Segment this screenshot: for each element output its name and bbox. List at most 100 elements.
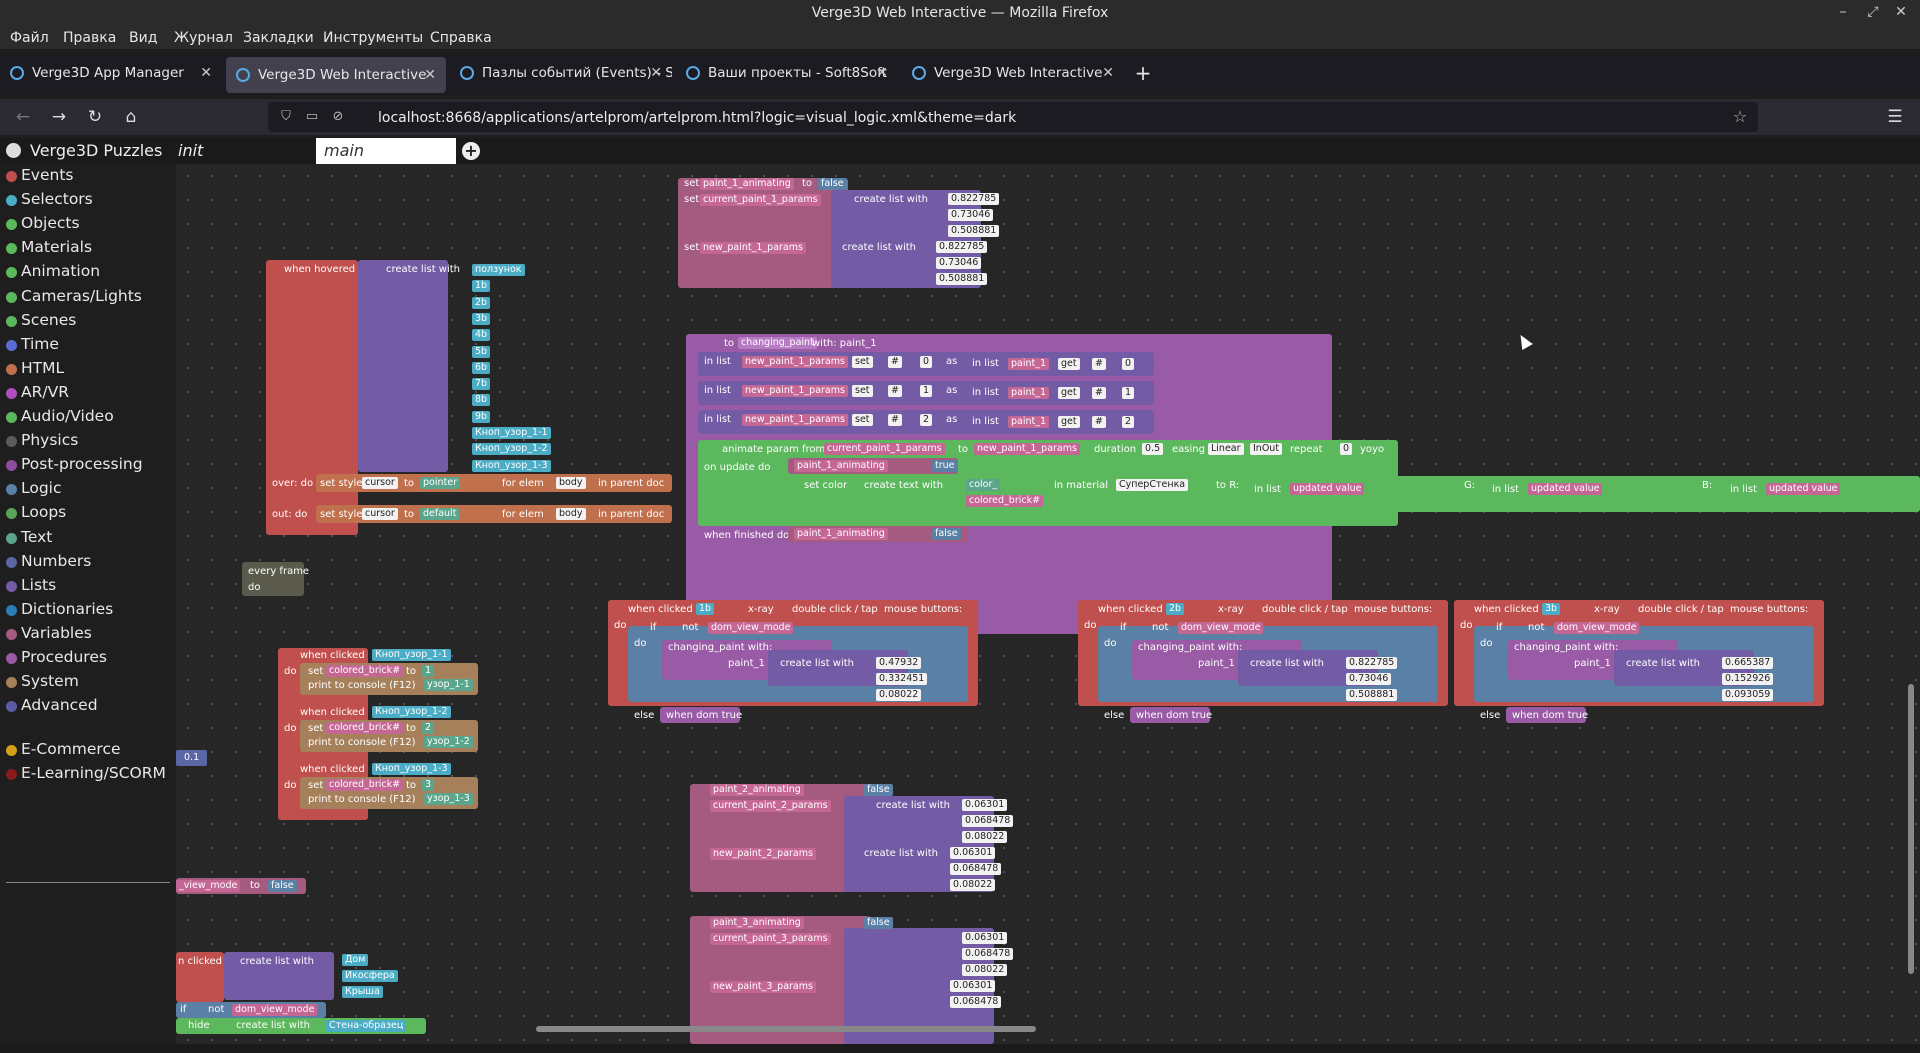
hover-object-field[interactable]: 3b: [472, 312, 491, 325]
number-field[interactable]: 2: [920, 414, 933, 426]
text-field[interactable]: pointer: [420, 477, 460, 489]
when-hovered-block[interactable]: [266, 260, 358, 535]
number-field[interactable]: 0.73046: [936, 257, 982, 269]
close-icon[interactable]: ✕: [876, 65, 888, 81]
page-icon[interactable]: ▭: [305, 109, 319, 124]
reload-icon[interactable]: ↻: [87, 107, 103, 127]
number-field[interactable]: 0.822785: [948, 193, 1000, 205]
var-field[interactable]: paint_3_animating: [710, 917, 804, 929]
var-field[interactable]: dom_view_mode: [708, 622, 794, 634]
index-field[interactable]: #: [888, 356, 902, 368]
object-field[interactable]: Дом: [342, 954, 369, 966]
list-block[interactable]: [844, 796, 994, 892]
number-field[interactable]: 0.068478: [950, 863, 1002, 875]
tab-web-interactive-2[interactable]: Verge3D Web Interactive ✕: [902, 55, 1124, 91]
url-input[interactable]: [376, 102, 1700, 134]
hover-object-field[interactable]: 4b: [472, 329, 491, 342]
easing-field[interactable]: InOut: [1250, 443, 1283, 455]
minimize-icon[interactable]: –: [1839, 4, 1847, 20]
permissions-icon[interactable]: ⊘: [332, 109, 344, 124]
bool-field[interactable]: false: [268, 880, 297, 892]
shield-icon[interactable]: ⛉: [281, 109, 291, 124]
mode-field[interactable]: get: [1058, 387, 1080, 399]
forward-icon[interactable]: →: [51, 107, 67, 127]
close-icon[interactable]: ✕: [650, 65, 662, 81]
when-dom-call-block[interactable]: [1130, 707, 1210, 723]
maximize-icon[interactable]: ⤢: [1867, 4, 1879, 20]
workspace-tab-init[interactable]: init: [178, 141, 204, 160]
menu-tools[interactable]: Инструменты: [323, 30, 424, 46]
index-field[interactable]: #: [888, 385, 902, 397]
number-field[interactable]: 0.068478: [950, 996, 1002, 1008]
mode-field[interactable]: set: [852, 414, 873, 426]
number-field[interactable]: 0.1: [176, 750, 208, 766]
var-field[interactable]: updated value: [1290, 483, 1365, 495]
number-field[interactable]: 0.822785: [1346, 657, 1398, 669]
tab-app-manager[interactable]: Verge3D App Manager ✕: [0, 55, 222, 91]
number-field[interactable]: 0.06301: [950, 980, 996, 992]
horizontal-scrollbar[interactable]: [536, 1026, 1036, 1032]
menu-bookmarks[interactable]: Закладки: [243, 30, 314, 46]
when-dom-call-block[interactable]: [1506, 707, 1586, 723]
number-field[interactable]: 0.665387: [1722, 657, 1774, 669]
bool-field[interactable]: false: [818, 178, 847, 190]
material-field[interactable]: СуперСтенка: [1116, 479, 1189, 491]
var-field[interactable]: new_paint_2_params: [710, 848, 816, 860]
when-clicked-partial-block[interactable]: [176, 952, 224, 1002]
index-field[interactable]: #: [1092, 358, 1106, 370]
bool-field[interactable]: false: [932, 528, 961, 540]
var-field[interactable]: paint_1_animating: [700, 178, 794, 190]
object-field[interactable]: 1b: [696, 603, 715, 615]
menu-view[interactable]: Вид: [129, 30, 158, 46]
hover-object-field[interactable]: Кноп_узор_1-3: [472, 459, 551, 472]
number-field[interactable]: 0.068478: [962, 948, 1014, 960]
text-field[interactable]: узор_1-1: [424, 679, 473, 691]
bool-field[interactable]: false: [864, 784, 893, 796]
number-field[interactable]: 0.508881: [936, 273, 988, 285]
every-frame-block[interactable]: [242, 562, 304, 596]
vertical-scrollbar[interactable]: [1908, 684, 1914, 974]
when-dom-call-block[interactable]: [660, 707, 740, 723]
elem-field[interactable]: body: [556, 508, 586, 520]
text-field[interactable]: 2: [422, 722, 435, 734]
var-field[interactable]: colored_brick#: [326, 779, 404, 791]
number-field[interactable]: 0.08022: [876, 689, 922, 701]
var-field[interactable]: paint_1_animating: [794, 460, 888, 472]
number-field[interactable]: 0.73046: [1346, 673, 1392, 685]
style-field[interactable]: cursor: [362, 508, 398, 520]
object-field[interactable]: Стена-образец: [326, 1020, 407, 1032]
bool-field[interactable]: true: [932, 460, 958, 472]
var-field[interactable]: colored_brick#: [326, 722, 404, 734]
number-field[interactable]: 0.068478: [962, 815, 1014, 827]
object-field[interactable]: Кноп_узор_1-3: [372, 763, 451, 775]
var-field[interactable]: new_paint_3_params: [710, 981, 816, 993]
number-field[interactable]: 0.332451: [876, 673, 928, 685]
workspace-tab-main[interactable]: main: [316, 138, 456, 164]
hover-object-field[interactable]: 7b: [472, 378, 491, 391]
number-field[interactable]: 0.06301: [950, 847, 996, 859]
object-field[interactable]: 3b: [1542, 603, 1561, 615]
number-field[interactable]: 0: [920, 356, 933, 368]
back-icon[interactable]: ←: [15, 107, 31, 127]
number-field[interactable]: 0.47932: [876, 657, 922, 669]
number-field[interactable]: 0.093059: [1722, 689, 1774, 701]
hover-object-field[interactable]: 8b: [472, 394, 491, 407]
var-field[interactable]: paint_1: [1008, 358, 1050, 370]
var-field[interactable]: current_paint_2_params: [710, 800, 831, 812]
index-field[interactable]: #: [1092, 416, 1106, 428]
index-field[interactable]: #: [888, 414, 902, 426]
text-field[interactable]: узор_1-2: [424, 736, 473, 748]
number-field[interactable]: 0.06301: [962, 932, 1008, 944]
var-field[interactable]: current_paint_3_params: [710, 933, 831, 945]
var-field[interactable]: dom_view_mode: [1554, 622, 1640, 634]
close-window-icon[interactable]: ✕: [1895, 4, 1907, 20]
text-field[interactable]: default: [420, 508, 460, 520]
index-field[interactable]: #: [1092, 387, 1106, 399]
number-field[interactable]: 0.508881: [948, 225, 1000, 237]
var-field[interactable]: current_paint_1_params: [700, 194, 821, 206]
hover-object-field[interactable]: Кноп_узор_1-1: [472, 427, 551, 439]
var-field[interactable]: dom_view_mode: [232, 1004, 318, 1016]
close-icon[interactable]: ✕: [200, 65, 212, 81]
number-field[interactable]: 0.822785: [936, 241, 988, 253]
style-field[interactable]: cursor: [362, 477, 398, 489]
